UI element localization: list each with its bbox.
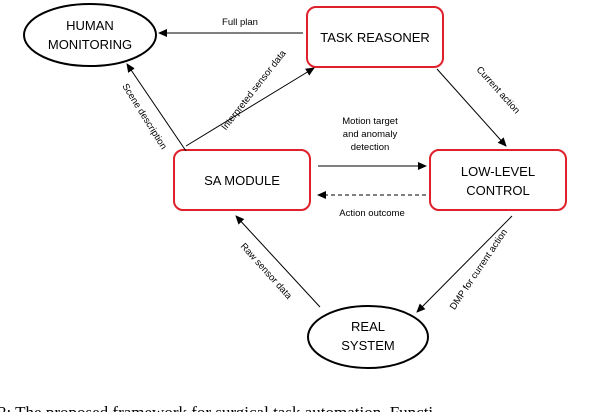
human-monitoring-node: HUMAN MONITORING <box>23 3 157 67</box>
sa-module-label: SA MODULE <box>204 173 280 188</box>
low-level-control-label-line2: CONTROL <box>466 183 530 198</box>
label-motion-target-line1: Motion target <box>342 116 398 127</box>
label-motion-target-line2: and anomaly <box>343 129 398 140</box>
low-level-control-node: LOW-LEVEL CONTROL <box>429 149 567 211</box>
label-motion-target-line3: detection <box>351 142 390 153</box>
low-level-control-label-line1: LOW-LEVEL <box>461 164 535 179</box>
label-current-action: Current action <box>474 64 522 116</box>
real-system-node: REAL SYSTEM <box>307 305 429 369</box>
arrow-raw-sensor-data <box>235 215 321 308</box>
real-system-label-line2: SYSTEM <box>341 338 394 353</box>
label-interpreted-sensor-data: Interpreted sensor data <box>219 48 289 133</box>
figure-caption: 2: The proposed framework for surgical t… <box>0 403 433 412</box>
arrow-dmp <box>416 215 513 313</box>
human-monitoring-label-line1: HUMAN <box>66 18 114 33</box>
label-full-plan: Full plan <box>222 17 258 28</box>
human-monitoring-label-line2: MONITORING <box>48 37 132 52</box>
label-raw-sensor-data: Raw sensor data <box>238 241 294 302</box>
label-dmp: DMP for current action <box>448 227 510 312</box>
real-system-label-line1: REAL <box>351 319 385 334</box>
arrow-scene-description <box>126 63 187 152</box>
label-scene-description: Scene description <box>119 82 168 152</box>
arrow-current-action <box>436 68 507 147</box>
task-reasoner-node: TASK REASONER <box>306 6 444 68</box>
sa-module-node: SA MODULE <box>173 149 311 211</box>
task-reasoner-label: TASK REASONER <box>320 30 430 45</box>
arrow-interpreted-sensor-data <box>185 67 315 147</box>
label-action-outcome: Action outcome <box>339 208 404 219</box>
